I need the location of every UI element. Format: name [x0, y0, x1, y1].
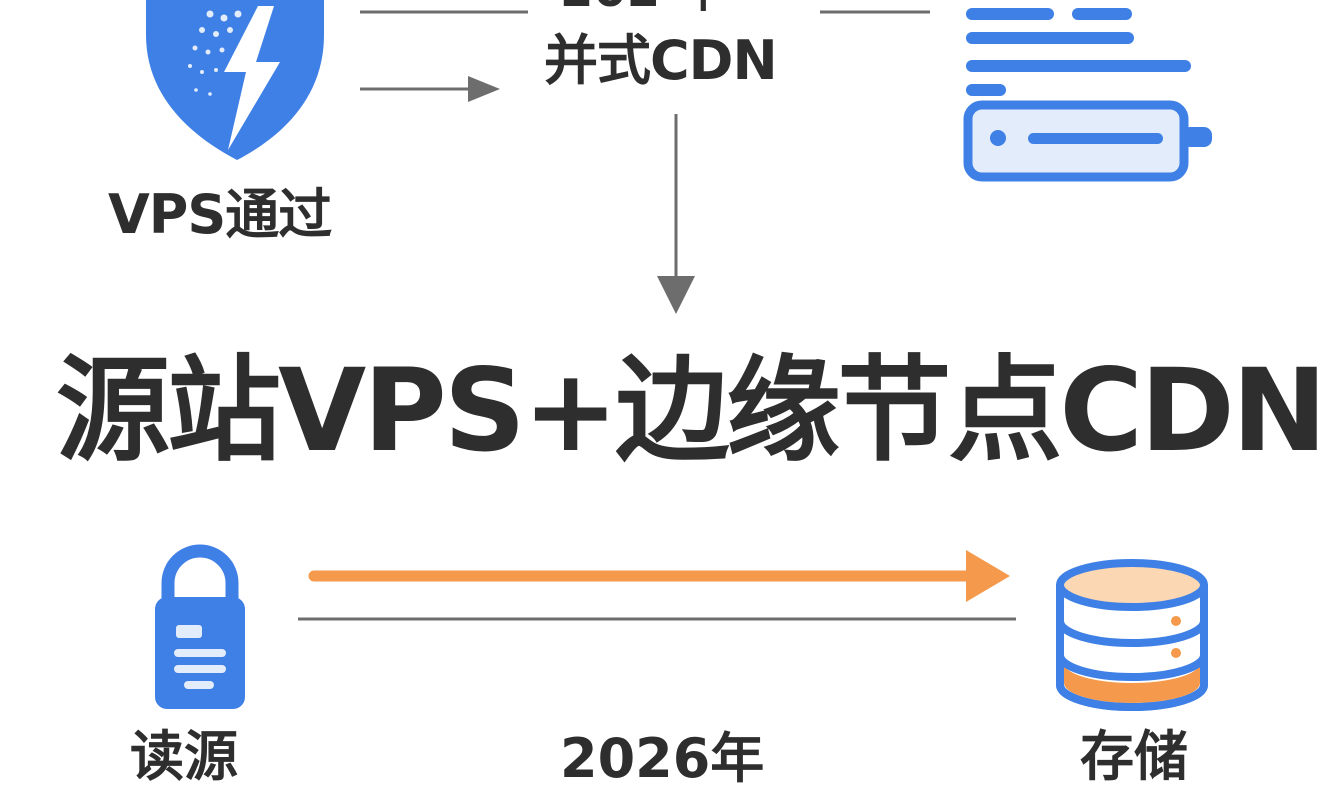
- bottom-center-year-cropped: 2026年: [560, 727, 765, 790]
- main-title: 源站VPS+边缘节点CDN: [56, 344, 1327, 477]
- bottom-orange-arrow: [308, 550, 1010, 602]
- bottom-gray-line: [298, 617, 1016, 621]
- server-document-icon: [963, 8, 1212, 182]
- top-connector-line-right: [820, 10, 930, 14]
- shield-lightning-icon: [146, 0, 324, 160]
- bottom-left-label-cropped: 读源: [130, 725, 238, 788]
- top-center-year-cropped: 202 年: [560, 0, 725, 14]
- top-connector-line-left: [360, 10, 528, 14]
- vps-pass-label: VPS通过: [108, 183, 332, 246]
- bottom-right-label-cropped: 存储: [1080, 725, 1188, 788]
- padlock-icon: [155, 544, 245, 709]
- center-arrow-down: [657, 114, 695, 314]
- database-icon: [1056, 559, 1208, 711]
- top-arrow-right: [360, 76, 500, 102]
- top-center-cdn-label: 并式CDN: [544, 29, 778, 92]
